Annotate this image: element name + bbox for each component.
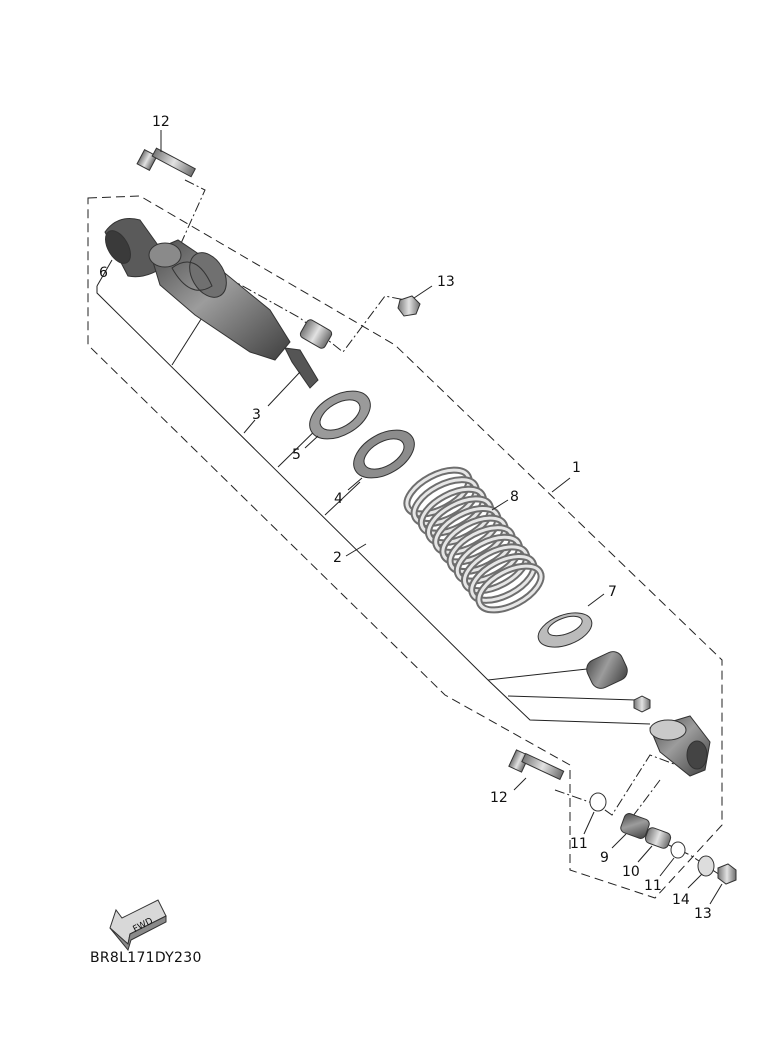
branch-4b [324,481,361,516]
fwd-arrow-icon: FWD [109,899,167,952]
label-12-bottom: 12 [490,790,508,806]
ring-11-right [670,841,686,859]
bolt-12-bottom [508,749,565,781]
leader-1 [551,477,571,493]
label-9: 9 [600,850,609,866]
label-7: 7 [608,584,617,600]
label-10: 10 [622,864,640,880]
leader-13-top [413,285,433,299]
bearing-9 [620,813,650,839]
adjuster-ring-4 [353,429,415,479]
label-11-right: 11 [644,878,662,894]
leader-8 [491,499,509,511]
lock-ring-5 [309,390,371,440]
leader-11a [583,811,595,835]
label-14: 14 [672,892,690,908]
small-nut [633,695,651,713]
leader-6-top [96,259,113,287]
branch-10 [507,695,637,701]
assembly-outline-1 [87,195,723,899]
spring-coil-highlight [470,554,536,602]
leader-5 [304,435,319,449]
spring-coil-highlight [477,564,543,612]
bump-stop [586,651,628,689]
label-11-left: 11 [570,836,588,852]
leader-14 [687,873,703,889]
label-8: 8 [510,489,519,505]
label-2: 2 [333,550,342,566]
leader-9 [611,833,627,849]
label-1: 1 [572,460,581,476]
branch-9 [487,667,597,681]
nut-13-top [397,295,421,317]
leader-10 [637,845,653,863]
washer-14 [697,855,715,877]
spring-coil-highlight [463,545,529,593]
ring-11-left [589,792,607,812]
leader-3 [267,371,301,407]
spring-8 [403,466,545,614]
label-3: 3 [252,407,261,423]
collar-3 [299,319,333,349]
diagram-code: BR8L171DY230 [90,950,202,966]
branch-5 [243,419,256,434]
label-5: 5 [292,447,301,463]
shock-body-3 [148,239,319,389]
leader-11b [659,857,675,877]
leader-4 [347,477,363,491]
leader-12-bottom [513,777,527,791]
collar-10 [644,827,672,849]
leader-13-bottom [709,883,723,905]
nut-13-bottom [717,863,737,885]
label-13-bottom: 13 [694,906,712,922]
leader-7 [587,593,605,607]
label-4: 4 [334,491,343,507]
label-12-top: 12 [152,114,170,130]
bolt-12-top [136,147,196,178]
label-6: 6 [99,265,108,281]
leader-2 [345,543,367,557]
mount-line-top [177,179,406,353]
lower-eye [649,715,711,777]
label-13-top: 13 [437,274,455,290]
spring-guide-7 [537,612,593,648]
